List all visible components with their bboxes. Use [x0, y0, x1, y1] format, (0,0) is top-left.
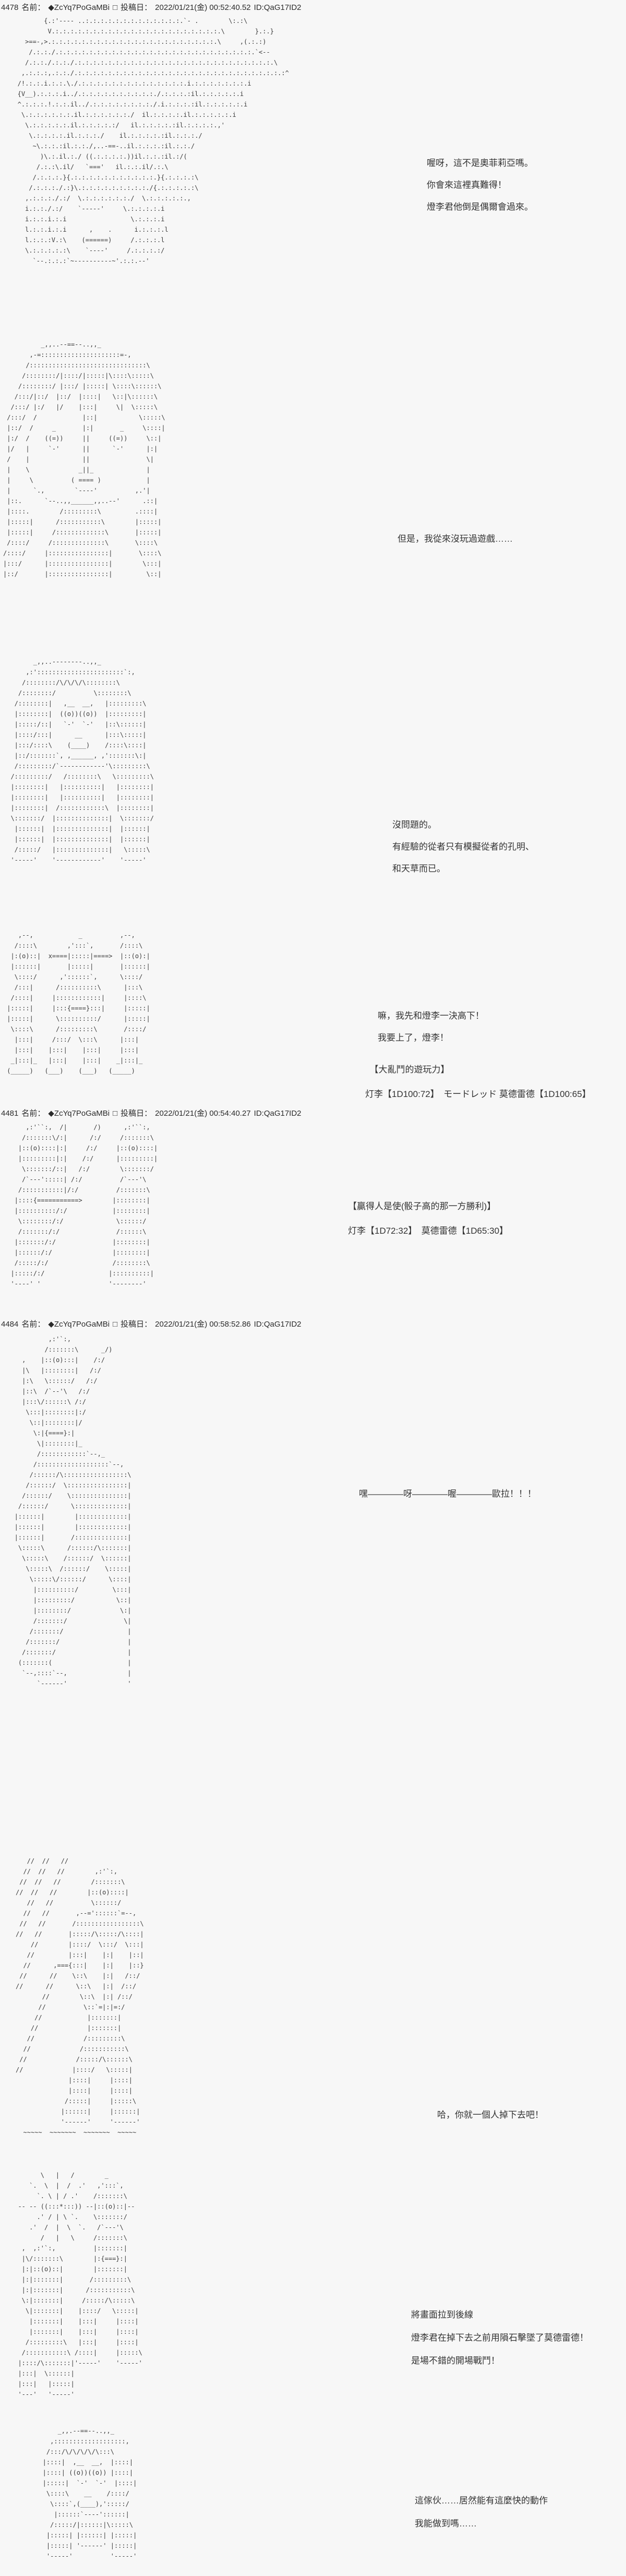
ascii-art: \ | / _ `. \ | / .' ,':::`, `. \ | / .' …	[18, 2172, 142, 2398]
poster-id: ID:QaG17ID2	[254, 3, 302, 12]
post-date-label: 投稿日：	[121, 1320, 152, 1329]
poster-id: ID:QaG17ID2	[254, 1109, 302, 1118]
dialogue-text: 哈，你就一個人掉下去吧！	[437, 2110, 544, 2120]
poster-tripcode: ◆ZcYq7PoGaMBi	[48, 1109, 110, 1118]
post-number: 4478	[1, 3, 19, 12]
post-datetime: 2022/01/21(金) 00:52:40.52	[155, 3, 251, 12]
poster-name-label: 名前：	[21, 3, 45, 12]
poster-name-label: 名前：	[21, 1320, 45, 1329]
mail-field-box: □	[113, 1109, 118, 1118]
post-datetime: 2022/01/21(金) 00:58:52.86	[155, 1320, 251, 1329]
dialogue-text: 沒問題的。 有經驗的從者只有模擬從者的孔明、 和天草而已。	[392, 820, 534, 874]
poster-tripcode: ◆ZcYq7PoGaMBi	[48, 3, 110, 12]
poster-id: ID:QaG17ID2	[254, 1320, 302, 1329]
post-date-label: 投稿日：	[121, 3, 152, 12]
ascii-art: _,,..--==--..,,_ ,-=::::::::::::::::::::…	[3, 341, 165, 578]
ascii-art: ,--, _ ,--, /::::\ ,':::`, /::::\ |:(o):…	[7, 932, 150, 1075]
dialogue-text: 將畫面拉到後線 燈李君在掉下去之前用隕石擊墜了莫德雷德！ 是場不錯的開場戰鬥！	[411, 2310, 588, 2366]
dialogue-text: 喔呀，這不是奧菲莉亞嗎。 你會來這裡真難得！ 燈李君他倒是偶爾會過來。	[427, 158, 533, 212]
dialogue-text: 這傢伙……居然能有這麼快的動作 我能做到嗎……	[415, 2496, 548, 2529]
ascii-art: // // // // // // ,:'`:, // // // /:::::…	[16, 1857, 144, 2136]
ascii-art: _,,.--==--..,,_ ,:::::::::::::::::::, /:…	[42, 2427, 137, 2560]
dialogue-text: 嘛，我先和燈李一決高下！ 我要上了，燈李！	[378, 1011, 484, 1043]
dialogue-text: 但是，我從來沒玩過遊戲……	[398, 534, 513, 544]
ascii-art: ,:'``:, /| /) ,:'``:, /:::::::\/:| /:/ /…	[10, 1124, 158, 1287]
post-number: 4484	[1, 1320, 19, 1329]
ascii-art: ,:'`:, /:::::::\ _/) , |::(o):::| /:/ |\…	[14, 1335, 131, 1687]
post-datetime: 2022/01/21(金) 00:54:40.27	[155, 1109, 251, 1118]
dialogue-text: 嘿————呀————喔————歐拉！！！	[359, 1489, 536, 1499]
poster-name-label: 名前：	[21, 1109, 45, 1118]
poster-tripcode: ◆ZcYq7PoGaMBi	[48, 1320, 110, 1329]
post-number: 4481	[1, 1109, 19, 1118]
mail-field-box: □	[113, 1320, 118, 1329]
game-roll-text: 【大亂鬥的遊玩力】 灯李【1D100:72】 モードレッド 莫德雷德【1D100…	[365, 1065, 591, 1099]
game-roll-text: 【贏得人是使(骰子高的那一方勝利)】 灯李【1D72:32】 莫德雷德【1D65…	[348, 1201, 509, 1236]
mail-field-box: □	[113, 3, 118, 12]
ascii-art: _,,..--------..,,_ ,:'::::::::::::::::::…	[10, 658, 154, 864]
ascii-art: {.:'---- ..:.:.:.:.:.:.:.:.:.:.:.:.:.`- …	[17, 17, 289, 265]
post-date-label: 投稿日：	[121, 1109, 152, 1118]
